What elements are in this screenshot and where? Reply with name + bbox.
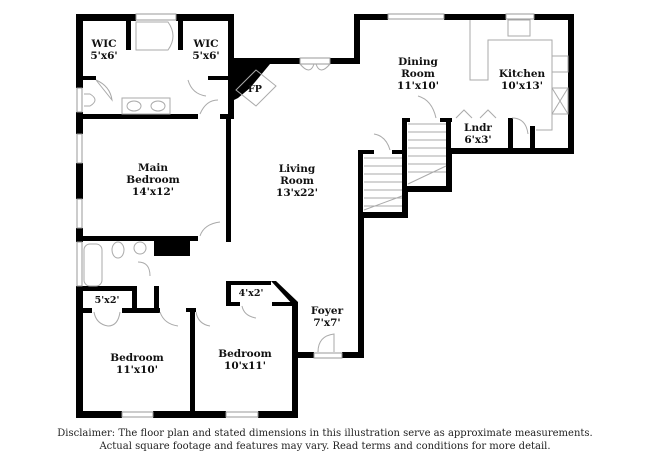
room-name: Lndr	[464, 122, 492, 134]
room-dimensions: 4'x2'	[238, 288, 264, 299]
room-label-closet-5x2: 5'x2'	[95, 295, 120, 307]
room-dimensions: 10'x11'	[224, 360, 266, 372]
room-name: WIC	[91, 38, 117, 50]
disclaimer-line2: Actual square footage and features may v…	[99, 441, 551, 452]
room-label-laundry: Lndr 6'x3'	[464, 122, 492, 146]
room-name-line1: Living	[278, 163, 316, 175]
room-label-wic-left: WIC 5'x6'	[90, 38, 117, 62]
room-dimensions: 11'x10'	[397, 80, 439, 92]
room-name: Kitchen	[498, 68, 546, 80]
room-label-main-bedroom: Main Bedroom 14'x12'	[126, 162, 180, 198]
room-dimensions: 11'x10'	[116, 364, 158, 376]
room-label-fireplace: FP	[248, 84, 262, 96]
room-dimensions: 14'x12'	[132, 186, 174, 198]
room-name: Foyer	[310, 305, 344, 317]
fixtures	[83, 19, 569, 353]
room-name: FP	[248, 84, 262, 95]
disclaimer-line1: Disclaimer: The floor plan and stated di…	[57, 428, 593, 439]
interior-walls	[76, 14, 535, 418]
room-dimensions: 5'x2'	[94, 295, 120, 306]
room-name: WIC	[193, 38, 219, 50]
room-dimensions: 10'x13'	[501, 80, 543, 92]
room-name-line2: Room	[280, 175, 314, 187]
room-label-closet-4x2: 4'x2'	[239, 288, 264, 300]
room-name: Bedroom	[110, 352, 164, 364]
room-label-bedroom-right: Bedroom 10'x11'	[218, 348, 272, 372]
room-label-foyer: Foyer 7'x7'	[311, 305, 343, 329]
room-label-wic-right: WIC 5'x6'	[192, 38, 219, 62]
room-dimensions: 5'x6'	[192, 50, 220, 62]
room-dimensions: 6'x3'	[464, 134, 492, 146]
room-name-line1: Dining	[398, 56, 438, 68]
room-name-line2: Bedroom	[126, 174, 180, 186]
room-dimensions: 13'x22'	[276, 187, 318, 199]
room-name-line2: Room	[401, 68, 435, 80]
room-label-bedroom-left: Bedroom 11'x10'	[110, 352, 164, 376]
windows	[76, 13, 535, 418]
room-label-kitchen: Kitchen 10'x13'	[499, 68, 545, 92]
room-name: Bedroom	[218, 348, 272, 360]
room-dimensions: 7'x7'	[313, 317, 341, 329]
room-dimensions: 5'x6'	[90, 50, 118, 62]
room-label-dining-room: Dining Room 11'x10'	[397, 56, 439, 92]
room-name-line1: Main	[137, 162, 169, 174]
room-label-living-room: Living Room 13'x22'	[276, 163, 318, 199]
disclaimer: Disclaimer: The floor plan and stated di…	[0, 427, 650, 453]
